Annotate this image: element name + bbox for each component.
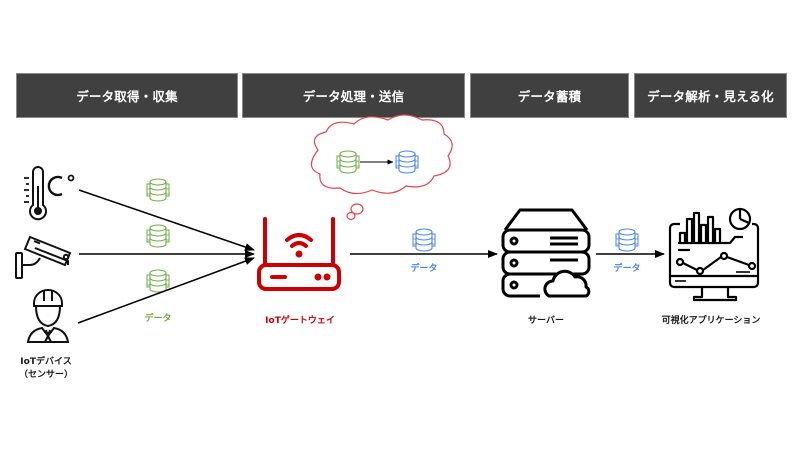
raw-data-label: データ (144, 314, 172, 324)
stage-label: データ解析・見える化 (647, 89, 774, 104)
server-label: サーバー (528, 316, 564, 326)
stage-header-collection: データ取得・収集 (16, 73, 238, 118)
database-green-icon (146, 269, 170, 293)
devices-label-line2: （センサー） (18, 370, 73, 380)
server-cloud-icon (501, 208, 591, 298)
stage-header-analysis: データ解析・見える化 (634, 73, 787, 118)
arrow-worker-to-gateway (77, 257, 255, 324)
processed-data-label: データ (410, 264, 438, 274)
database-green-icon (146, 224, 170, 248)
thermometer-celsius-icon (24, 166, 75, 221)
thought-bubble-cloud (310, 114, 453, 221)
security-camera-icon (15, 235, 72, 279)
database-blue-icon (412, 228, 436, 252)
devices-label: IoTデバイス （センサー） (14, 354, 78, 380)
database-blue-icon (615, 228, 639, 252)
worker-helmet-icon (26, 289, 70, 343)
server-to-app-data-label: データ (613, 264, 641, 274)
wifi-router-icon (257, 217, 341, 291)
gateway-label: IoTゲートウェイ (265, 316, 335, 326)
stage-label: データ処理・送信 (302, 89, 405, 104)
stage-label: データ取得・収集 (76, 89, 178, 104)
database-green-icon (146, 178, 170, 202)
stage-label: データ蓄積 (517, 89, 582, 104)
stage-header-storage: データ蓄積 (470, 73, 629, 118)
devices-label-line1: IoTデバイス (20, 357, 72, 367)
app-label: 可視化アプリケーション (661, 316, 761, 326)
stage-header-processing: データ処理・送信 (242, 73, 465, 118)
analytics-monitor-icon (668, 207, 760, 302)
arrow-thermometer-to-gateway (78, 189, 255, 251)
